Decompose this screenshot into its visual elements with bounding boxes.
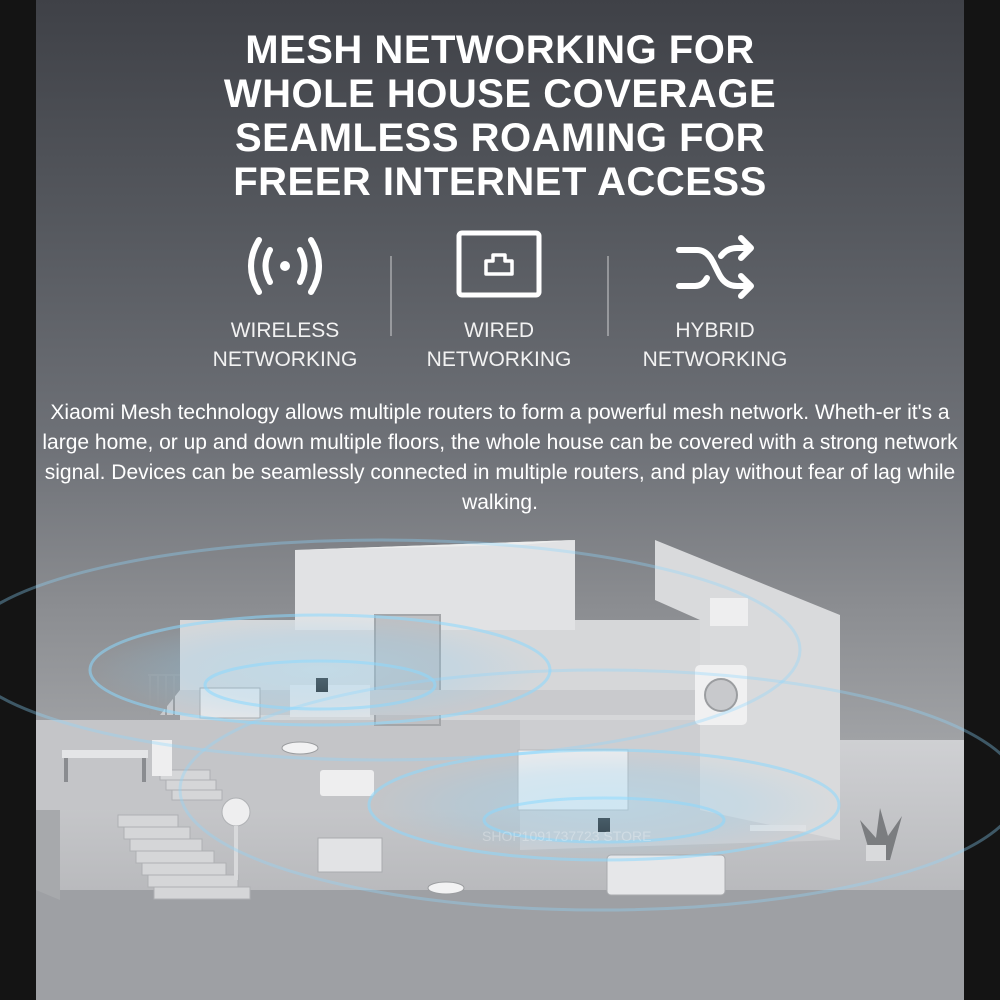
headline-line: SEAMLESS ROAMING FOR xyxy=(234,116,766,160)
wireless-icon xyxy=(248,237,322,295)
headline-line: WHOLE HOUSE COVERAGE xyxy=(223,72,777,116)
headline-line: FREER INTERNET ACCESS xyxy=(233,160,767,204)
feature-hybrid: HYBRID NETWORKING xyxy=(615,228,815,374)
divider xyxy=(607,256,609,336)
feature-label: WIRELESS xyxy=(230,319,340,342)
watermark-text: SHOP1091737723 STORE xyxy=(482,828,652,844)
left-border xyxy=(0,0,36,1000)
headline-line: MESH NETWORKING FOR xyxy=(245,28,755,72)
divider xyxy=(390,256,392,336)
shuffle-arrows-icon xyxy=(676,235,754,299)
feature-label: NETWORKING xyxy=(426,348,572,371)
ethernet-port-icon xyxy=(456,230,542,298)
feature-label: WIRED xyxy=(464,319,534,342)
feature-label: NETWORKING xyxy=(642,348,788,371)
feature-wired: WIRED NETWORKING xyxy=(399,228,599,374)
house-illustration xyxy=(0,538,1000,1000)
feature-label: HYBRID xyxy=(675,319,755,342)
right-border xyxy=(964,0,1000,1000)
feature-label: NETWORKING xyxy=(212,348,358,371)
feature-row: WIRELESS NETWORKING WIRED NETWORKING xyxy=(170,228,830,378)
headline: MESH NETWORKING FOR WHOLE HOUSE COVERAGE… xyxy=(40,28,960,204)
description-text: Xiaomi Mesh technology allows multiple r… xyxy=(42,401,958,514)
feature-wireless: WIRELESS NETWORKING xyxy=(185,228,385,374)
